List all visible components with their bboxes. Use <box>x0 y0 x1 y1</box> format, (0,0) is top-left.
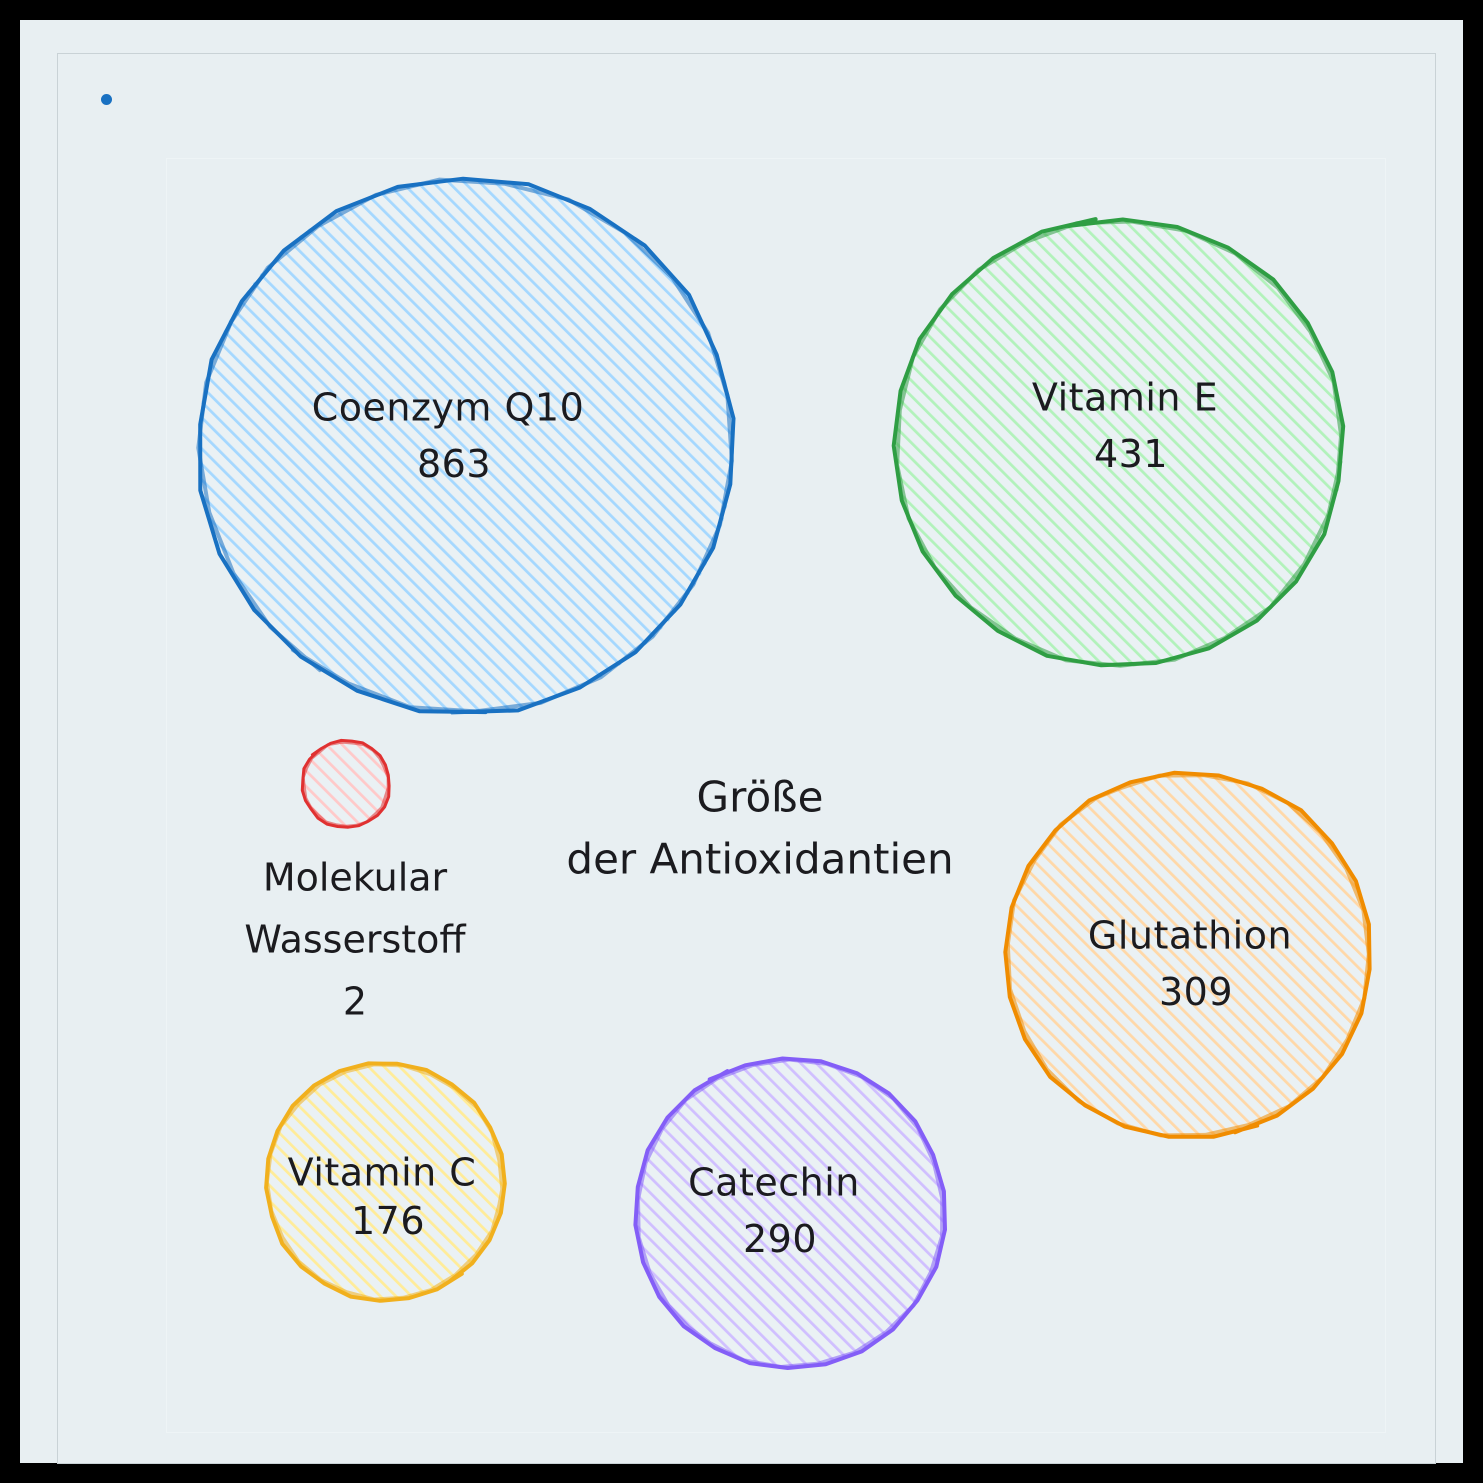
bubble-external-value: 2 <box>343 980 367 1024</box>
bubble-label-value: 309 <box>1159 970 1233 1014</box>
chart-title-line: Größe <box>697 773 824 822</box>
bubble-coenzym-q10[interactable] <box>196 176 736 715</box>
bubble-label-name: Vitamin C <box>288 1151 477 1195</box>
bubble-label-value: 431 <box>1094 432 1168 476</box>
chart-title-line: der Antioxidantien <box>566 835 953 884</box>
bubble-vitamin-e[interactable] <box>891 217 1346 668</box>
bubble-vitamin-c[interactable] <box>264 1061 507 1303</box>
bubble-label-name: Vitamin E <box>1032 376 1218 420</box>
bubble-catechin[interactable] <box>633 1056 947 1370</box>
bubble-external-label: Wasserstoff <box>244 918 466 962</box>
bubble-label-value: 290 <box>743 1217 817 1261</box>
bubble-label-name: Coenzym Q10 <box>312 386 585 430</box>
bubble-label-value: 863 <box>417 442 491 486</box>
bubble-label-name: Glutathion <box>1088 914 1292 958</box>
bubble-glutathion[interactable] <box>1003 770 1372 1139</box>
bubble-external-label: Molekular <box>263 856 448 900</box>
pointer-dot-icon <box>101 94 112 105</box>
bubbles-layer <box>196 176 1372 1370</box>
chart-title: Größe der Antioxidantien <box>566 773 953 884</box>
bubble-label-value: 176 <box>351 1199 425 1243</box>
bubble-label-name: Catechin <box>688 1161 860 1205</box>
bubble-molekular-wasserstoff[interactable] <box>300 738 391 829</box>
